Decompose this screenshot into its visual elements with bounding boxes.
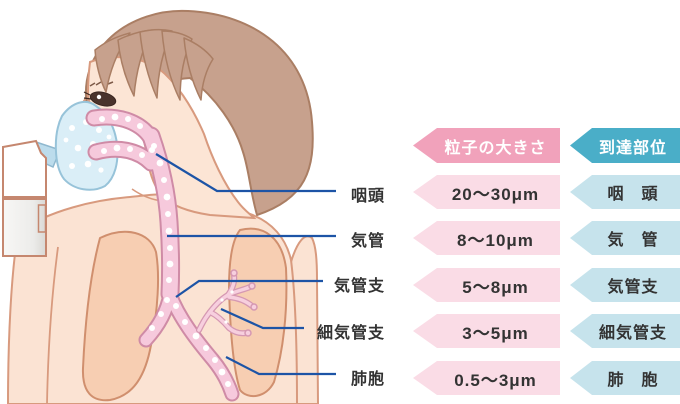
size-row-2: 5〜8μm [413,268,560,302]
airway-mist-dots [99,113,231,387]
pharynx-leader-line [155,153,336,193]
site-header-arrow: 到達部位 [570,128,680,163]
eye-icon [83,81,117,107]
size-row-3: 3〜5μm [413,314,560,348]
eyebrow-icon [89,81,114,87]
bronchiole-leader-line [220,307,304,330]
site-row-0: 咽 頭 [570,175,680,209]
bronchiole-tree [196,269,258,337]
size-row-0: 20〜30μm [413,175,560,209]
anatomy-label-trachea: 気管 [350,233,385,250]
bangs [94,28,214,101]
size-row-4: 0.5〜3μm [413,361,560,395]
left-lung [81,230,160,402]
anatomy-label-pharynx: 咽頭 [350,188,385,205]
site-row-4: 肺 胞 [570,361,680,395]
site-row-3: 細気管支 [570,314,680,348]
size-header-arrow: 粒子の大きさ [413,128,560,163]
nebulizer-device [1,139,61,257]
site-row-1: 気 管 [570,221,680,255]
bronchus-leader-line [175,279,323,298]
anatomy-label-alveoli: 肺胞 [350,371,385,388]
size-row-1: 8〜10μm [413,221,560,255]
leader-lines [155,153,336,376]
site-row-2: 気管支 [570,268,680,302]
alveoli-leader-line [225,356,336,376]
anatomy-label-bronchiole: 細気管支 [316,325,385,342]
anatomy-label-bronchus: 気管支 [333,278,385,295]
